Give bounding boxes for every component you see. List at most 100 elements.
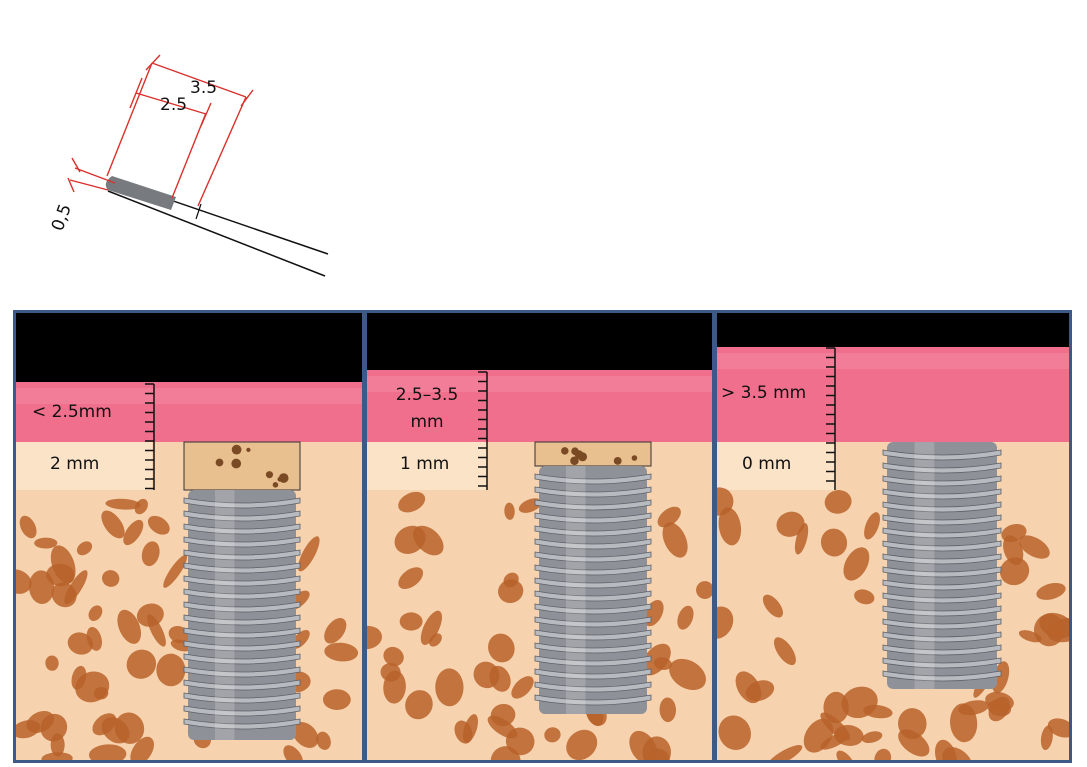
implant-thread (183, 523, 301, 535)
implant-thread (183, 601, 301, 613)
crestal-bone-window (534, 441, 652, 467)
marrow-pore (1036, 582, 1066, 600)
marrow-pore (843, 547, 870, 581)
implant-thread (183, 679, 301, 691)
marrow-pore (662, 522, 688, 558)
marrow-pore (114, 712, 145, 744)
marrow-pore (34, 537, 58, 549)
marrow-pore (130, 736, 154, 763)
implant-thread (882, 670, 1002, 682)
marrow-pore (669, 658, 706, 691)
implant-thread (534, 642, 652, 654)
gingiva-layer (367, 370, 712, 442)
marrow-pore (490, 703, 516, 727)
marrow-pore (677, 605, 694, 630)
marrow-pore (864, 512, 880, 540)
dimension-label-outer: 3.5 (190, 78, 217, 98)
implant-thread (534, 603, 652, 615)
background-top (367, 312, 712, 370)
implant-thread (882, 527, 1002, 539)
soft-tissue-thickness-label-line2: mm (410, 412, 444, 432)
marrow-pore (566, 729, 598, 761)
implant-thread (183, 627, 301, 639)
marrow-pore (88, 605, 103, 621)
marrow-pore (399, 612, 423, 631)
marrow-pore (101, 570, 120, 587)
marrow-pore (861, 731, 883, 744)
marrow-pore (489, 665, 511, 692)
marrow-pore (657, 506, 681, 528)
implant-thread (534, 499, 652, 511)
implant-thread (534, 577, 652, 589)
marrow-pore (498, 579, 524, 604)
implant-thread (183, 575, 301, 587)
implant-shine (215, 490, 235, 740)
panel-divider (712, 312, 717, 762)
marrow-pore (292, 722, 319, 748)
marrow-pore (1018, 535, 1050, 559)
crestal-bone-label: 0 mm (742, 454, 792, 474)
marrow-pore (504, 502, 515, 520)
marrow-pore (67, 632, 93, 655)
marrow-pore (46, 563, 75, 587)
implant-thread (183, 536, 301, 548)
crestal-pore (278, 473, 289, 483)
crestal-pore (231, 458, 242, 469)
dental-implant (183, 490, 301, 740)
marrow-pore (367, 625, 382, 650)
marrow-pore (322, 689, 351, 710)
implant-thread (882, 475, 1002, 487)
implant-thread (534, 473, 652, 485)
marrow-pore (1047, 718, 1069, 738)
marrow-pore (958, 700, 989, 716)
marrow-pore (147, 614, 166, 647)
marrow-pore (511, 676, 534, 699)
gingiva-highlight (16, 388, 362, 404)
marrow-pore (134, 498, 148, 515)
dimension-label-tip: 0,5 (48, 201, 76, 233)
marrow-pore (718, 507, 742, 546)
implant-thread (882, 592, 1002, 604)
marrow-pore (45, 655, 59, 671)
crestal-pore (574, 450, 584, 459)
crestal-bone-label: 2 mm (50, 454, 100, 474)
marrow-pore (40, 713, 68, 742)
marrow-pore (462, 714, 478, 743)
implant-thread (183, 614, 301, 626)
gingiva-layer (16, 382, 362, 442)
soft-tissue-thickness-label: < 2.5mm (32, 402, 112, 422)
crestal-bone-window (183, 441, 301, 491)
marrow-pore (93, 686, 109, 700)
marrow-pore (88, 744, 127, 763)
implant-thread (183, 562, 301, 574)
implant-thread (534, 668, 652, 680)
crestal-label-zone (367, 442, 487, 490)
implant-shine (566, 466, 586, 714)
marrow-pore (405, 690, 433, 720)
measurement-ruler (145, 383, 155, 490)
crestal-pore (570, 456, 579, 466)
marrow-pore (64, 570, 88, 605)
implant-thread (534, 616, 652, 628)
marrow-pore (429, 633, 442, 647)
dental-implant (534, 466, 652, 714)
implant-thread (534, 590, 652, 602)
implant-thread (882, 566, 1002, 578)
marrow-pore (156, 653, 186, 687)
crestal-label-zone (717, 442, 835, 490)
implant-thread (882, 553, 1002, 565)
panel-divider (362, 312, 367, 762)
implant-thread (882, 540, 1002, 552)
marrow-pore (398, 491, 426, 513)
marrow-pore (298, 536, 320, 572)
marrow-pore (126, 649, 157, 679)
implant-thread (534, 486, 652, 498)
panel-illustration (16, 312, 362, 763)
marrow-pore (28, 570, 55, 605)
marrow-pore (999, 557, 1030, 586)
background-top (717, 312, 1069, 347)
marrow-pore (117, 609, 141, 644)
implant-thread (534, 525, 652, 537)
marrow-pore (653, 657, 672, 671)
implant-thread (882, 618, 1002, 630)
